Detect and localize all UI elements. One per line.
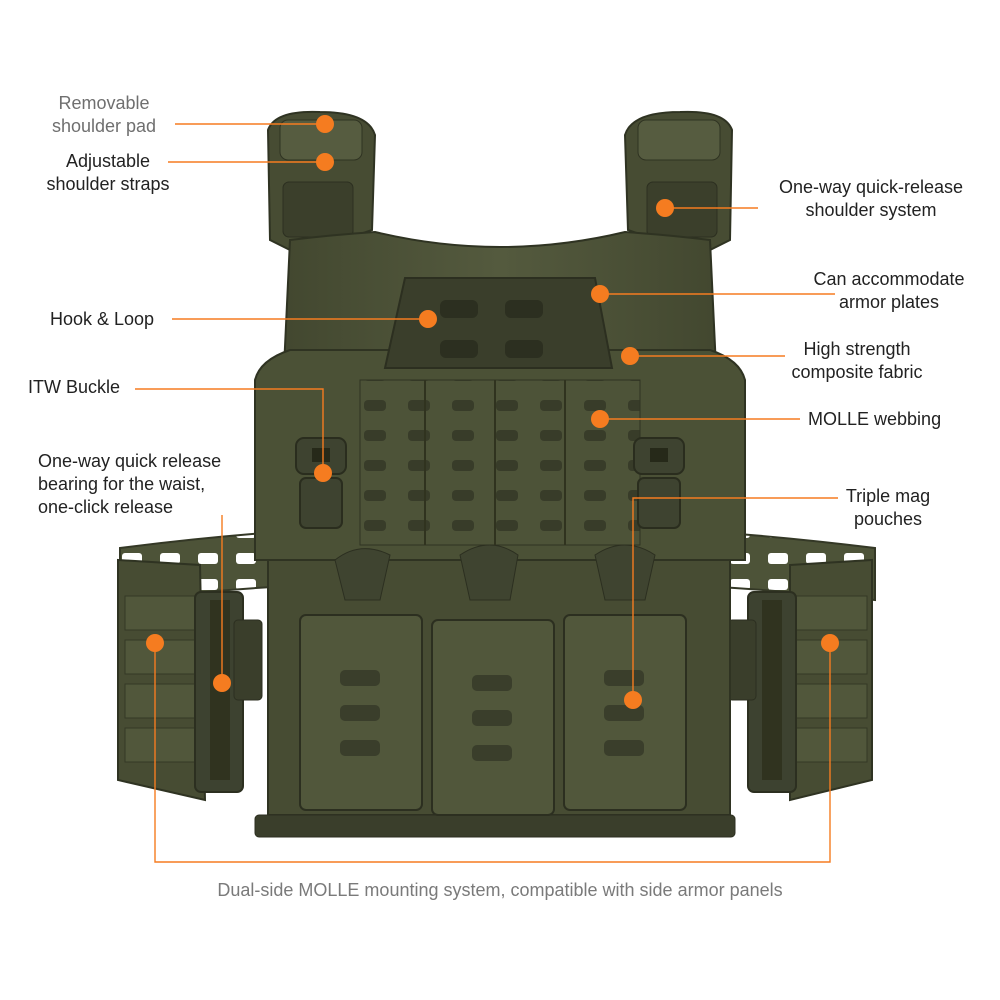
callout-dot-adjustable-shoulder-straps (316, 153, 334, 171)
leader-mag-pouches (632, 497, 838, 700)
itw-buckle-right (633, 437, 685, 529)
callout-dot-side-molle-frame-1 (146, 634, 164, 652)
callout-dot-hook-loop (419, 310, 437, 328)
right-side-molle-panel (727, 558, 873, 802)
label-molle-webbing: MOLLE webbing (808, 409, 942, 429)
mag-pouch-right (563, 544, 687, 811)
leader-side-molle-frame (154, 643, 831, 863)
hook-loop-panel (383, 277, 614, 369)
callout-dot-mag-pouches (624, 691, 642, 709)
callout-dot-molle-webbing (591, 410, 609, 428)
shoulder-straps (266, 110, 734, 318)
callout-dot-removable-shoulder-pad (316, 115, 334, 133)
callout-dot-itw-buckle (314, 464, 332, 482)
leader-itw-buckle (135, 388, 324, 473)
mag-pouch-center (431, 544, 555, 816)
callout-leaders (135, 123, 838, 863)
mag-pouch-left (299, 548, 423, 811)
triple-mag-pouches (299, 544, 687, 816)
caption: Dual-side MOLLE mounting system, compati… (217, 880, 783, 900)
callout-dot-one-way-shoulder-system (656, 199, 674, 217)
label-hook-loop: Hook & Loop (50, 309, 155, 329)
left-side-molle-panel (117, 558, 263, 802)
callout-dot-waist-quick-release (213, 674, 231, 692)
callout-dot-armor-plates (591, 285, 609, 303)
callout-dot-composite-fabric (621, 347, 639, 365)
label-itw-buckle: ITW Buckle (28, 377, 121, 397)
callout-markers (146, 115, 839, 709)
itw-buckle-left (295, 437, 347, 529)
molle-webbing-panel (359, 379, 641, 546)
callout-dot-side-molle-frame-2 (821, 634, 839, 652)
